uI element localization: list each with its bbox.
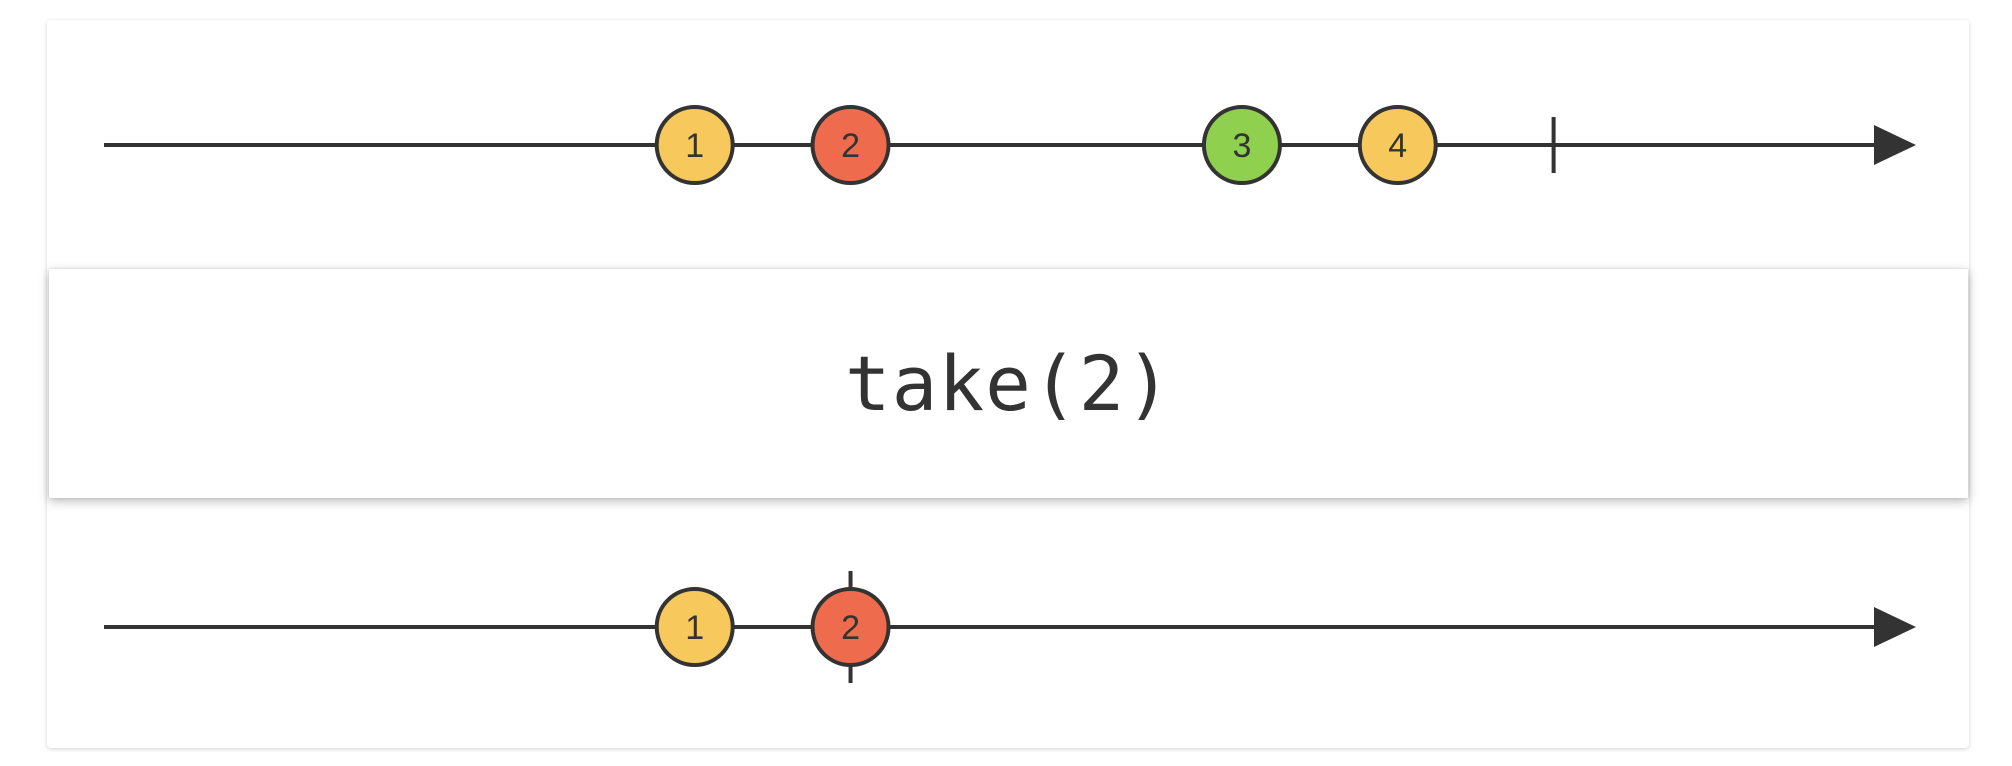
output-marble-label-2: 2 xyxy=(841,609,860,647)
input-marble-label-2: 2 xyxy=(841,127,860,165)
input-timeline: 1 2 3 4 xyxy=(104,105,1916,185)
output-marble-2 xyxy=(810,587,891,667)
input-marble-label-1: 1 xyxy=(685,127,704,165)
input-marble-2 xyxy=(810,105,891,185)
output-marble-label-1: 1 xyxy=(685,609,704,647)
input-marble-label-3: 3 xyxy=(1232,127,1251,165)
input-axis-arrowhead xyxy=(1874,125,1916,165)
operator-box: take(2) xyxy=(49,269,1968,498)
operator-label: take(2) xyxy=(844,339,1173,428)
output-marble-1 xyxy=(654,587,735,667)
input-marble-3 xyxy=(1201,105,1282,185)
input-marble-1 xyxy=(654,105,735,185)
input-marble-4 xyxy=(1357,105,1438,185)
output-axis-arrowhead xyxy=(1874,607,1916,647)
input-marble-label-4: 4 xyxy=(1388,127,1407,165)
